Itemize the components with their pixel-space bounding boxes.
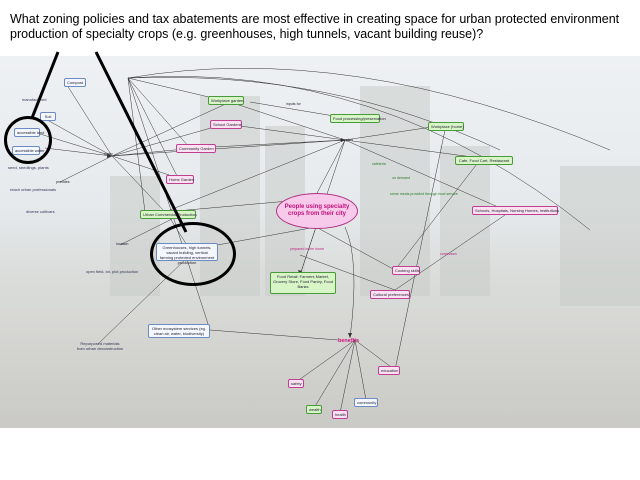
link-label-provides: provides bbox=[56, 180, 70, 184]
link-label-curriculum: curriculum bbox=[440, 252, 457, 256]
benefits-node: benefits bbox=[338, 338, 360, 344]
community-garden-node: Community Garden bbox=[176, 144, 216, 153]
link-label-water: water bbox=[104, 152, 113, 156]
open-field-node: open field, lot, plot production bbox=[86, 269, 139, 274]
cooking-skills-node: Cooking skills bbox=[392, 266, 420, 275]
workplace-garden-node: Workplace garden bbox=[208, 96, 244, 105]
link-label-inputs-for: inputs for bbox=[286, 102, 301, 106]
link-label-some-meals: some meals provided through food service bbox=[390, 192, 458, 196]
community-node: community bbox=[354, 398, 378, 407]
school-gardens-node: School Gardens bbox=[210, 120, 242, 129]
education-node: education bbox=[378, 366, 400, 375]
repurposed-materials-node: Repurposed materials from urban deconstr… bbox=[76, 341, 124, 351]
link-label-prepared-in-home: prepared in the home bbox=[290, 247, 325, 251]
link-label-supplies: supplies bbox=[340, 138, 354, 142]
compost-node: Compost bbox=[64, 78, 86, 87]
workplace-home-node: Workplace (home) bbox=[428, 122, 464, 131]
ecosystem-services-node: Other ecosystem services (eg. clean air,… bbox=[148, 324, 210, 338]
link-label-location: location bbox=[116, 242, 129, 246]
central-node: People using specialty crops from their … bbox=[276, 193, 358, 229]
safety-node: safety bbox=[288, 379, 304, 388]
seed-node: seed, seedlings, plants bbox=[8, 165, 49, 170]
link-label-cafeteria: cafeteria bbox=[372, 162, 386, 166]
greenhouse-highlight-ring bbox=[150, 222, 236, 286]
diverse-cultivars-node: diverse cultivars bbox=[26, 209, 55, 214]
land-water-highlight-ring bbox=[4, 116, 52, 164]
manufactured-node: manufactured bbox=[22, 97, 47, 102]
soil-node: Soil bbox=[40, 112, 56, 121]
link-label-on-demand: on demand bbox=[392, 176, 410, 180]
home-garden-node: Home Garden bbox=[166, 175, 194, 184]
food-retail-node: Food Retail: Farmers Market, Grocery Sto… bbox=[270, 272, 336, 294]
food-processing-node: Food processing/preservation bbox=[330, 114, 386, 123]
wealth-node: wealth bbox=[306, 405, 322, 414]
ag-expertise-node: reach urban professionals bbox=[10, 187, 57, 192]
schools-hospitals-node: Schools, Hospitals, Nursing Homes, Insti… bbox=[472, 206, 559, 215]
health-node: health bbox=[332, 410, 348, 419]
cafe-node: Cafe, Food Cart, Restaurant bbox=[455, 156, 513, 165]
slide-title: What zoning policies and tax abatements … bbox=[10, 12, 620, 41]
urban-production-node: Urban Commercial Production bbox=[140, 210, 197, 219]
cultural-preferences-node: Cultural preferences bbox=[370, 290, 410, 299]
